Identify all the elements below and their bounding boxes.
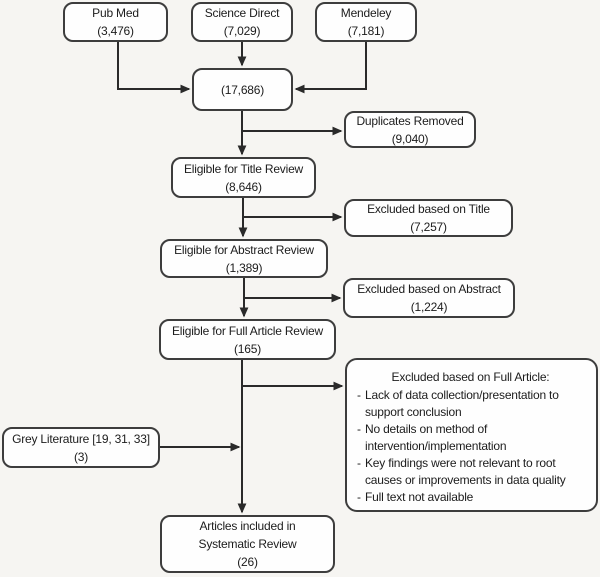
box-mendeley: Mendeley (7,181) <box>315 2 417 42</box>
mendeley-label: Mendeley <box>340 6 392 20</box>
exclusion-reason-text: Key findings were not relevant to root c… <box>365 456 566 487</box>
excluded-abstract-label: Excluded based on Abstract <box>357 282 501 296</box>
box-full-article-review: Eligible for Full Article Review (165) <box>159 319 336 360</box>
science-direct-label: Science Direct <box>204 6 280 20</box>
box-excluded-full-article: Excluded based on Full Article: - Lack o… <box>345 358 598 512</box>
exclusion-reason: - No details on method of intervention/i… <box>355 421 586 455</box>
exclusion-reason-text: No details on method of intervention/imp… <box>365 422 507 453</box>
grey-literature-label: Grey Literature [19, 31, 33] <box>12 431 150 446</box>
bullet-dash: - <box>357 456 361 470</box>
bullet-dash: - <box>357 388 361 402</box>
full-article-review-label: Eligible for Full Article Review <box>172 323 323 338</box>
box-science-direct: Science Direct (7,029) <box>191 2 293 42</box>
box-excluded-title: Excluded based on Title (7,257) <box>344 199 513 237</box>
box-grey-literature: Grey Literature [19, 31, 33] (3) <box>2 427 160 468</box>
abstract-review-label: Eligible for Abstract Review <box>174 242 314 257</box>
box-included: Articles included in Systematic Review (… <box>160 515 335 573</box>
duplicates-removed-label: Duplicates Removed <box>356 113 464 128</box>
exclusion-reason: - Lack of data collection/presentation t… <box>355 387 586 421</box>
box-combined-total: (17,686) <box>192 68 293 111</box>
exclusion-reason-text: Full text not available <box>365 490 474 504</box>
pubmed-label: Pub Med <box>92 6 139 20</box>
excluded-full-article-title: Excluded based on Full Article: <box>391 370 550 384</box>
box-pubmed: Pub Med (3,476) <box>63 2 168 42</box>
title-review-label: Eligible for Title Review <box>183 161 304 176</box>
exclusion-reason-text: Lack of data collection/presentation to … <box>365 388 559 419</box>
included-count: (26) <box>237 555 258 569</box>
full-article-review-count: (165) <box>233 341 261 356</box>
box-title-review: Eligible for Title Review (8,646) <box>171 157 316 198</box>
excluded-title-label: Excluded based on Title <box>367 202 490 216</box>
excluded-abstract-count: (1,224) <box>410 300 448 314</box>
arrow-pubmed-to-combined <box>117 42 191 94</box>
box-duplicates-removed: Duplicates Removed (9,040) <box>344 111 476 148</box>
bullet-dash: - <box>357 422 361 436</box>
pubmed-count: (3,476) <box>97 24 134 38</box>
arrow-mendeley-to-combined <box>294 42 367 94</box>
excluded-title-count: (7,257) <box>410 220 447 234</box>
bullet-dash: - <box>357 490 361 504</box>
mendeley-count: (7,181) <box>347 24 385 38</box>
duplicates-removed-count: (9,040) <box>391 131 429 146</box>
included-line1: Articles included in <box>199 519 296 533</box>
included-line2: Systematic Review <box>198 537 297 551</box>
exclusion-reason: - Full text not available <box>355 489 586 506</box>
box-abstract-review: Eligible for Abstract Review (1,389) <box>160 239 328 278</box>
box-excluded-abstract: Excluded based on Abstract (1,224) <box>343 278 515 318</box>
exclusion-reason: - Key findings were not relevant to root… <box>355 455 586 489</box>
combined-count: (17,686) <box>220 82 265 97</box>
science-direct-count: (7,029) <box>223 24 261 38</box>
grey-literature-count: (3) <box>73 449 89 464</box>
abstract-review-count: (1,389) <box>225 260 263 275</box>
title-review-count: (8,646) <box>225 179 262 194</box>
